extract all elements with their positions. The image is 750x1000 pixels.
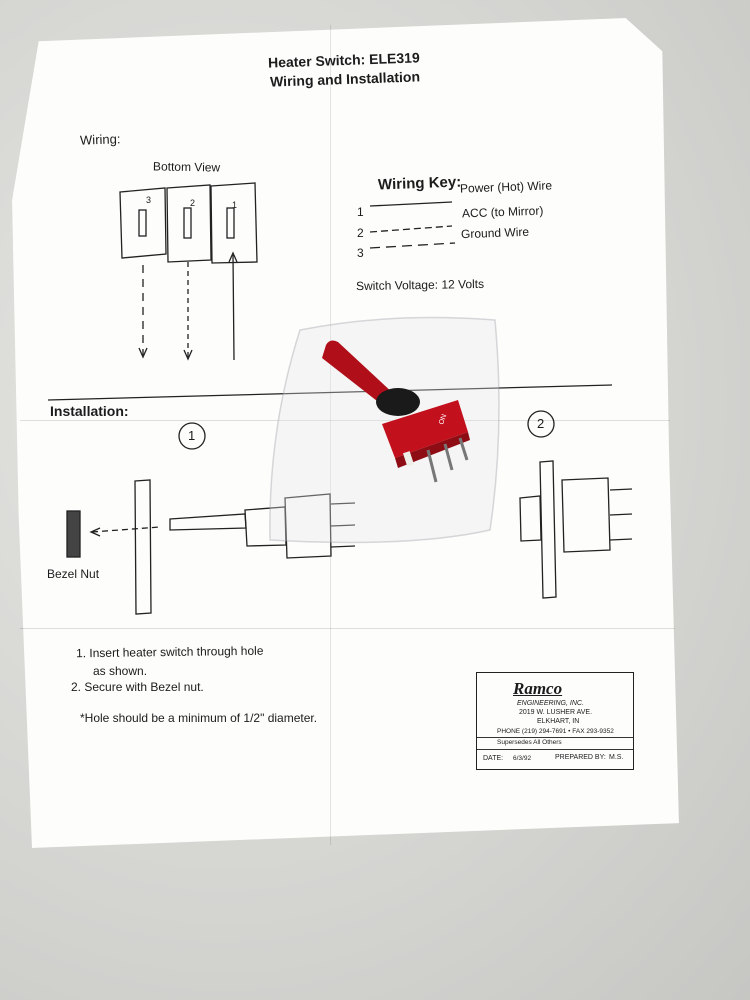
switch-housing xyxy=(382,400,468,458)
company-phone: PHONE (219) 294-7691 • FAX 293-9352 xyxy=(497,728,614,735)
terminal-slot xyxy=(183,207,192,239)
wiring-key-number: 3 xyxy=(357,246,364,260)
arrow-head xyxy=(89,527,101,537)
arrow-head xyxy=(138,347,148,359)
paper-fold xyxy=(20,420,670,421)
terminal-block xyxy=(119,187,167,259)
wiring-key-number: 2 xyxy=(357,226,364,240)
paper-fold xyxy=(20,628,675,629)
arrow-head xyxy=(228,251,238,263)
terminal-slot xyxy=(138,209,147,237)
date-label: DATE: xyxy=(483,755,504,762)
terminal-number: 3 xyxy=(146,195,152,205)
bezel-nut-icon xyxy=(66,510,81,558)
nut-arrow-line xyxy=(91,526,161,533)
company-name: ENGINEERING, INC. xyxy=(517,700,584,707)
step-number: 1 xyxy=(188,428,196,443)
hole-note: *Hole should be a minimum of 1/2" diamet… xyxy=(80,711,318,725)
key-line-solid xyxy=(369,201,453,207)
instruction-line: 2. Secure with Bezel nut. xyxy=(71,680,204,694)
terminal-slot xyxy=(226,207,235,239)
panel-icon xyxy=(134,479,152,615)
bezel-nut-label: Bezel Nut xyxy=(47,567,100,581)
switch-body xyxy=(561,477,611,553)
paper-fold xyxy=(330,25,331,845)
instruction-line: as shown. xyxy=(93,664,148,678)
toggle-switch-part xyxy=(322,340,470,483)
panel-icon xyxy=(539,460,557,599)
toggle-lever xyxy=(322,340,395,408)
step-circle xyxy=(178,422,206,450)
company-logo: Ramco xyxy=(513,679,563,698)
section-divider xyxy=(47,384,613,401)
switch-body xyxy=(284,493,332,559)
switch-body xyxy=(169,513,247,531)
terminal-block xyxy=(166,184,212,263)
company-city: ELKHART, IN xyxy=(537,718,580,725)
switch-bezel xyxy=(376,388,420,416)
key-line-dashed xyxy=(369,225,453,233)
switch-threads xyxy=(519,495,542,542)
step-number: 2 xyxy=(537,416,545,431)
terminal-number: 1 xyxy=(232,200,238,210)
power-wire xyxy=(232,254,235,361)
date-value: 6/3/92 xyxy=(513,755,532,762)
step-circle xyxy=(527,410,555,438)
terminal-block xyxy=(210,182,258,264)
arrow-head xyxy=(183,349,193,361)
terminal-number: 2 xyxy=(190,198,196,208)
company-address: 2019 W. LUSHER AVE. xyxy=(519,709,593,716)
supersedes-note: Supersedes All Others xyxy=(497,739,562,746)
key-line-dashed xyxy=(369,242,456,249)
company-info-box: Ramco ENGINEERING, INC. 2019 W. LUSHER A… xyxy=(476,672,634,770)
wiring-key-number: 1 xyxy=(357,205,364,219)
prepared-value: M.S. xyxy=(609,754,624,761)
installation-heading: Installation: xyxy=(50,403,129,419)
prepared-label: PREPARED BY: xyxy=(555,754,606,761)
